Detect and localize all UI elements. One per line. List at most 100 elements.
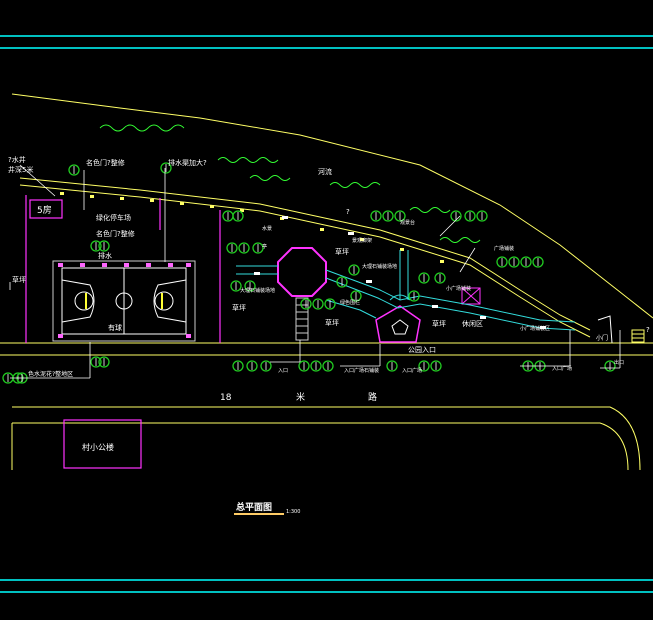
tree-symbol <box>90 356 102 368</box>
label-lawn-left: 草坪 <box>12 275 26 284</box>
tree-symbol <box>418 360 430 372</box>
tree-symbol <box>68 164 80 176</box>
gate-barrier <box>597 315 645 344</box>
tree-symbol <box>382 210 394 222</box>
leader-lines <box>9 164 621 379</box>
tree-symbol <box>244 280 256 292</box>
tree-symbol <box>532 256 544 268</box>
tree-symbol <box>604 360 616 372</box>
tree-symbol <box>310 360 322 372</box>
river-ripples <box>99 124 481 243</box>
tree-symbol <box>238 242 250 254</box>
tree-symbol <box>476 210 488 222</box>
entrance-pavilion-inner <box>391 319 409 335</box>
label-entrance-2: 入口广场石铺装 <box>344 367 379 374</box>
label-drainage: 排水 <box>98 251 112 260</box>
label-water-feature: 水景 <box>262 225 272 232</box>
label-lawn-center: 草坪 <box>335 247 349 256</box>
label-road-width: 18 <box>220 393 232 403</box>
label-entrance-small: 入口 <box>278 368 288 374</box>
label-note-right: ? <box>646 326 650 334</box>
label-stone-plaza-2: 大理石铺装场地 <box>362 263 397 270</box>
tree-symbol <box>348 264 360 276</box>
tree-symbol <box>160 162 172 174</box>
label-gate-painted: 名色门?整修 <box>86 158 125 167</box>
tree-symbol <box>98 240 110 252</box>
paving-patches <box>254 216 546 329</box>
label-pavilion-top: 亭 <box>262 243 267 250</box>
label-stone-plaza: 大理石铺装场地 <box>240 287 275 294</box>
entrance-pavilion <box>375 305 421 343</box>
viewing-pavilion <box>461 287 481 305</box>
tree-symbol <box>232 210 244 222</box>
tree-symbol <box>350 290 362 302</box>
plan-labels: ?水井 井深5米 5房 名色门?整修 排水渠加大? 绿化停车场 名色门?整修 排… <box>8 155 650 452</box>
label-exit: 出口 <box>614 359 624 366</box>
tree-symbol <box>246 360 258 372</box>
label-drainage-ditch: 排水渠加大? <box>168 158 207 167</box>
drawing-title: 总平面图 <box>236 501 272 513</box>
basketball-court <box>52 260 196 342</box>
octagon-pavilion <box>277 247 327 297</box>
tree-symbol <box>312 298 324 310</box>
label-plaza-pave: 广场铺装 <box>494 245 514 252</box>
label-small-gate: 小门 <box>596 334 608 342</box>
site-boundary <box>25 195 221 469</box>
tree-symbol <box>98 356 110 368</box>
label-lawn-mid: 草坪 <box>232 303 246 312</box>
label-painted-gate-2: 名色门?整修 <box>96 229 135 238</box>
label-planting-parking: 绿化停车场 <box>96 213 131 222</box>
label-landscape: 景观廊架 <box>352 237 372 244</box>
court-edge-marks <box>58 263 191 338</box>
label-rest-area: 休闲区 <box>462 319 483 328</box>
label-road-unit: 米 <box>296 391 305 403</box>
label-road-name: 路 <box>368 391 377 403</box>
label-lawn-right: 草坪 <box>432 319 446 328</box>
stepped-path <box>295 297 309 341</box>
tree-symbol <box>408 290 420 302</box>
label-entrance-1: 入口广场 <box>552 365 572 372</box>
label-small-square: 小广场铺装 <box>446 285 471 292</box>
label-colored-mud: 色水泥花?整地区 <box>28 370 73 378</box>
tree-symbol <box>520 256 532 268</box>
label-viewing-platform: 观景台 <box>400 219 415 226</box>
tree-symbol <box>496 256 508 268</box>
tree-symbol <box>394 210 406 222</box>
drawing-scale: 1:300 <box>286 509 300 515</box>
tree-symbol <box>336 276 348 288</box>
title-block: 总平面图 1:300 <box>234 501 300 515</box>
label-well: ?水井 <box>8 155 26 164</box>
label-river: 河流 <box>318 167 332 176</box>
tree-symbol <box>324 298 336 310</box>
tree-symbol <box>260 360 272 372</box>
tree-symbol <box>226 242 238 254</box>
tree-symbols <box>2 162 616 384</box>
label-square-right: 小广场铺装区 <box>520 325 550 332</box>
tree-symbol <box>232 360 244 372</box>
drawing-frame <box>0 35 653 593</box>
label-question: ? <box>346 208 350 216</box>
tree-symbol <box>464 210 476 222</box>
label-well-depth: 井深5米 <box>8 165 33 174</box>
tree-symbol <box>90 240 102 252</box>
tree-symbol <box>230 280 242 292</box>
tree-symbol <box>450 210 462 222</box>
label-green-fence: 绿色围栏 <box>340 299 360 306</box>
label-court: 有球 <box>108 323 122 332</box>
tree-symbol <box>386 360 398 372</box>
main-road <box>0 342 653 471</box>
label-park-entrance: 公园入口 <box>408 346 436 354</box>
tree-symbol <box>322 360 334 372</box>
label-village-office: 村小公楼 <box>82 442 114 452</box>
label-entrance-3: 入口广场 <box>402 367 422 374</box>
tree-symbol <box>370 210 382 222</box>
tree-symbol <box>418 272 430 284</box>
label-lawn-bottom: 草坪 <box>325 318 339 327</box>
tree-symbol <box>252 242 264 254</box>
tree-symbol <box>430 360 442 372</box>
tree-symbol <box>434 272 446 284</box>
tree-symbol <box>508 256 520 268</box>
tree-symbol <box>298 360 310 372</box>
